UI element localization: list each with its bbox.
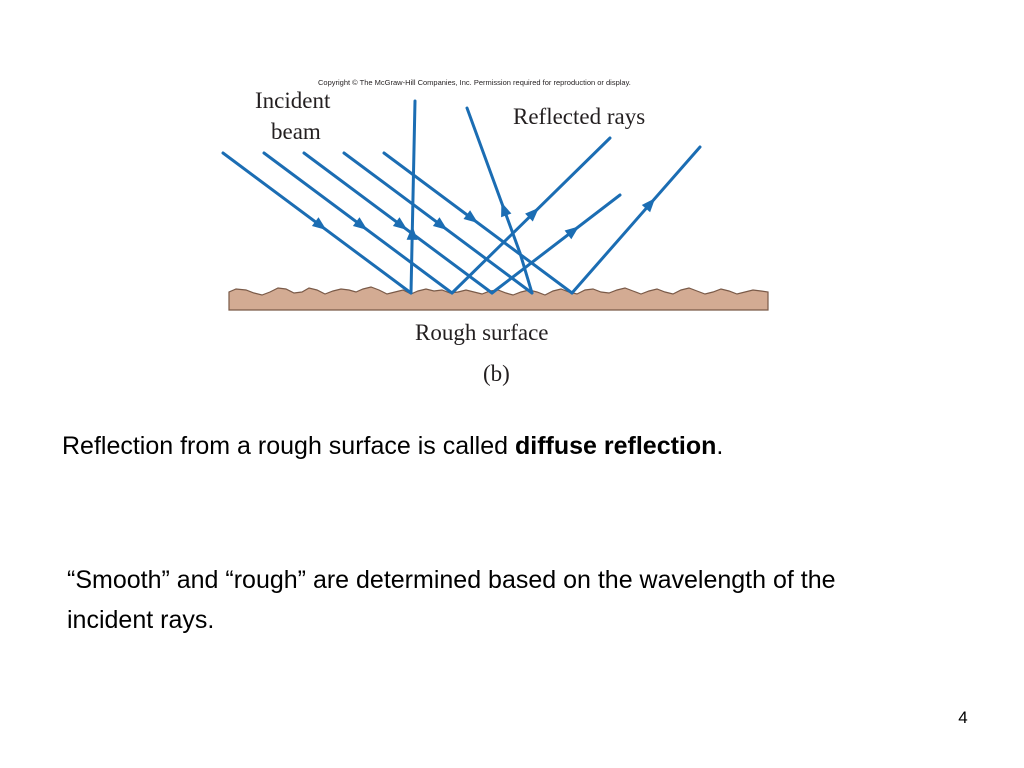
panel-label: (b) xyxy=(483,361,510,386)
incident-ray-arrow-4 xyxy=(432,217,448,230)
wavelength-note: “Smooth” and “rough” are determined base… xyxy=(67,566,836,634)
reflected-ray-arrow-3 xyxy=(525,207,539,222)
incident-ray-arrow-2 xyxy=(352,217,368,230)
incident-ray-arrow-1 xyxy=(311,217,327,230)
light-rays xyxy=(221,99,702,295)
caption-period: . xyxy=(716,432,724,460)
copyright-notice: Copyright © The McGraw-Hill Companies, I… xyxy=(318,78,631,87)
reflected-rays-label: Reflected rays xyxy=(513,104,645,129)
reflected-ray-2-base xyxy=(518,251,534,295)
reflected-ray-4 xyxy=(490,193,622,295)
reflected-ray-1 xyxy=(409,99,417,295)
incident-ray-arrow-3 xyxy=(392,217,408,230)
reflection-diagram: Copyright © The McGraw-Hill Companies, I… xyxy=(221,78,769,386)
reflected-ray-arrow-4 xyxy=(564,226,579,240)
reflected-ray-5 xyxy=(570,145,702,295)
reflected-ray-arrow-2 xyxy=(501,202,512,218)
caption-text: Reflection from a rough surface is calle… xyxy=(62,432,515,460)
caption-term: diffuse reflection xyxy=(515,432,717,460)
reflected-ray-arrow-1 xyxy=(406,225,418,240)
incident-ray-arrow-5 xyxy=(463,210,478,223)
reflected-ray-arrow-5 xyxy=(641,198,656,213)
incident-beam-label-line1: Incident xyxy=(255,88,331,113)
incident-beam-label-line2: beam xyxy=(271,119,321,144)
rough-surface xyxy=(228,286,769,311)
reflected-ray-2 xyxy=(465,106,522,255)
definition-caption: Reflection from a rough surface is calle… xyxy=(62,430,1002,462)
rough-surface-label: Rough surface xyxy=(415,320,549,345)
page-number: 4 xyxy=(958,708,968,727)
diffuse-reflection-figure: Copyright © The McGraw-Hill Companies, I… xyxy=(210,70,790,400)
